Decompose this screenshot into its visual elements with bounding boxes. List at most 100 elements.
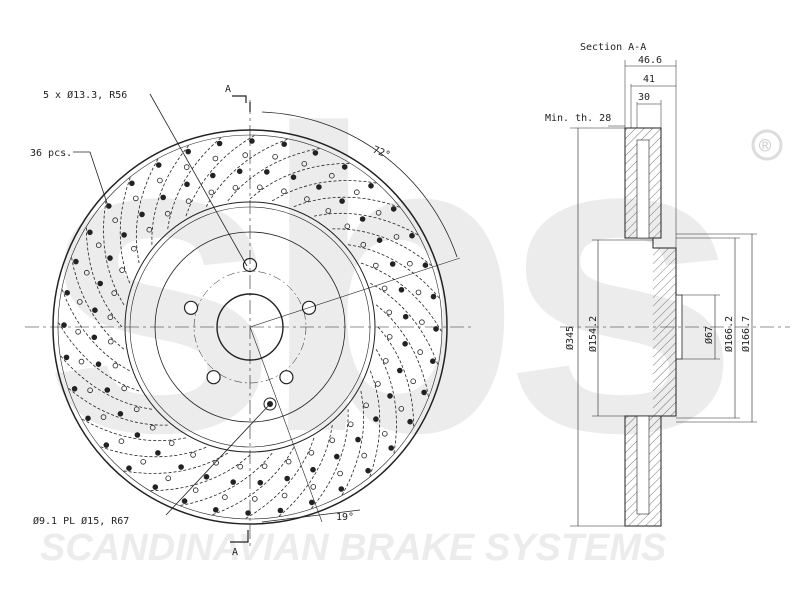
drill-hole (160, 194, 167, 201)
drill-hole (382, 358, 389, 364)
drill-hole (390, 206, 397, 212)
drill-hole (359, 216, 366, 222)
drill-hole (155, 450, 161, 456)
drill-hole (129, 180, 135, 187)
dim-345-label: Ø345 (564, 326, 576, 350)
drill-hole (131, 245, 137, 252)
drill-hole (433, 326, 439, 332)
groove-line (185, 134, 256, 217)
drill-hole (387, 393, 393, 399)
drill-hole (402, 340, 408, 347)
drill-hole (421, 389, 427, 396)
disc-drill-holes (61, 138, 439, 516)
drill-hole (344, 223, 351, 230)
groove-line (293, 196, 401, 208)
drill-hole (325, 208, 332, 214)
drill-hole (75, 328, 81, 335)
drill-hole (64, 289, 70, 296)
drill-hole (372, 262, 379, 269)
drill-hole (95, 361, 102, 368)
drill-hole (165, 475, 172, 482)
drill-hole (87, 229, 93, 236)
groove-line (341, 390, 365, 496)
drill-hole (398, 286, 405, 293)
drill-hole (375, 381, 381, 387)
section-vent-bottom (636, 415, 650, 515)
section-marker-top: A (225, 84, 231, 95)
bolt-hole (183, 300, 199, 315)
drill-hole (328, 172, 335, 179)
drill-hole (185, 148, 192, 155)
drill-hole (108, 338, 114, 345)
drill-hole (398, 405, 405, 412)
drill-hole (365, 467, 371, 474)
drill-hole (164, 210, 171, 217)
pl-marked-hole (263, 397, 277, 411)
angle-19-dim (261, 509, 361, 523)
groove-line (348, 244, 441, 299)
drill-hole (337, 470, 343, 477)
drill-hole (157, 177, 163, 184)
drill-hole (376, 237, 383, 244)
drill-hole (192, 487, 199, 494)
drill-hole (236, 168, 243, 175)
pl-spec-label: Ø9.1 PL Ø15, R67 (33, 515, 129, 527)
drill-hole (63, 354, 70, 361)
drill-hole (281, 188, 287, 195)
drill-hole (230, 479, 237, 485)
drill-hole (85, 415, 91, 422)
drill-hole (152, 484, 159, 490)
drill-hole (121, 232, 127, 238)
drill-hole (117, 410, 124, 417)
drill-hole (107, 255, 113, 261)
drill-hole (104, 387, 111, 393)
groove-line (99, 446, 207, 458)
groove-line (272, 180, 378, 202)
drill-hole (111, 290, 117, 296)
disc-grooves (57, 134, 443, 520)
drill-hole (77, 299, 83, 305)
drill-hole (430, 293, 437, 300)
groove-line (59, 355, 152, 410)
drill-hole (92, 307, 98, 314)
drill-hole (261, 463, 268, 470)
drill-hole (208, 189, 215, 196)
groove-line (179, 452, 273, 506)
drill-hole (284, 475, 291, 482)
drill-hole (213, 459, 219, 466)
drill-hole (257, 479, 264, 486)
holes-leader (149, 93, 248, 267)
dim-166-2-label: Ø166.2 (723, 316, 735, 352)
drill-hole (329, 437, 336, 444)
drill-hole (107, 314, 114, 321)
drill-hole (119, 267, 125, 273)
watermark-footer: SCANDINAVIAN BRAKE SYSTEMS (40, 527, 666, 569)
groove-line (57, 321, 140, 392)
angle-72-arc (261, 111, 458, 258)
drill-hole (301, 161, 308, 167)
section-title: Section A-A (580, 42, 646, 53)
drill-hole (338, 486, 345, 492)
drill-hole (73, 258, 79, 265)
holes-spec-label: 5 x Ø13.3, R56 (43, 89, 127, 101)
groove-line (332, 228, 433, 267)
angle-ray-19 (249, 326, 323, 523)
groove-line (85, 226, 123, 328)
pl-marked-hole-center (267, 401, 273, 407)
drill-hole (285, 458, 292, 465)
drill-hole (212, 155, 219, 162)
drill-hole (277, 507, 284, 514)
drill-hole (381, 285, 388, 292)
min-th-label: Min. th. 28 (545, 113, 611, 124)
dim-154-label: Ø154.2 (587, 316, 599, 352)
drill-hole (355, 436, 361, 443)
drill-hole (181, 498, 188, 504)
drill-hole (347, 421, 354, 428)
groove-line (249, 162, 351, 200)
drill-hole (316, 184, 322, 190)
drill-hole (310, 484, 317, 490)
groove-line (360, 262, 443, 333)
drill-hole (409, 232, 415, 239)
drill-hole (97, 280, 103, 287)
groove-line (211, 447, 295, 516)
